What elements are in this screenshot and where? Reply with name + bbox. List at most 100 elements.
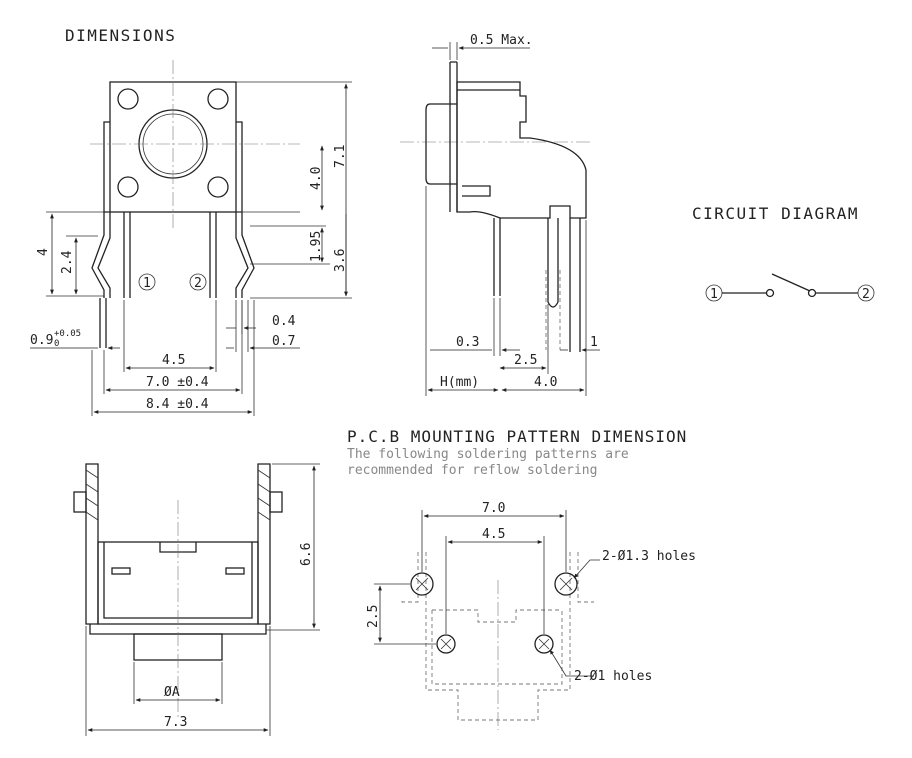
dim-pcb-4-5: 4.5 <box>482 527 505 542</box>
dim-2-4: 2.4 <box>60 250 75 274</box>
side-body-detail <box>457 89 520 197</box>
side-view: 0.5 Max. 0.3 2.5 1 H(mm) 4.0 <box>400 33 600 396</box>
label-holes-1: 2-Ø1 holes <box>574 669 652 684</box>
extension-line <box>46 211 104 297</box>
hole-1-right-icon <box>534 634 554 654</box>
dim-0-9: 0.9 <box>30 333 53 348</box>
hole-cross-icon <box>415 577 429 591</box>
left-lower-lead <box>99 298 107 348</box>
extension-line <box>123 300 217 372</box>
left-inner-lead <box>123 212 131 298</box>
corner-hole-icon <box>117 176 139 198</box>
dimensions-title: DIMENSIONS <box>65 26 176 45</box>
hole-1-left-icon <box>436 634 456 654</box>
extension-line <box>85 626 271 736</box>
leader-holes-1 <box>549 649 594 677</box>
extension-line <box>374 583 436 645</box>
hole-cross-icon <box>538 638 550 650</box>
circuit-diagram: 1 2 <box>705 273 875 302</box>
side-lead-c <box>569 218 581 352</box>
pcb-pattern: 7.0 4.5 2.5 2-Ø1.3 holes 2-Ø1 holes <box>366 501 696 730</box>
dim-2-5: 2.5 <box>514 353 537 368</box>
extension-line <box>103 300 243 394</box>
front-view: 1 2 7.1 4.0 1.95 3.6 4 2.4 0.4 0.7 0.9 <box>30 60 352 416</box>
corner-hole-icon <box>207 176 229 198</box>
terminal-2-circle <box>857 284 875 302</box>
dim-8-4: 8.4 ±0.4 <box>146 397 209 412</box>
dim-h-mm: H(mm) <box>440 375 479 390</box>
hole-1-3-right-icon <box>554 572 578 596</box>
slot-left-icon <box>111 567 131 575</box>
dim-7-0: 7.0 ±0.4 <box>146 375 209 390</box>
slot-right-icon <box>225 567 245 575</box>
label-holes-1-3: 2-Ø1.3 holes <box>602 549 696 564</box>
frame-hatching <box>85 469 271 521</box>
extension-line <box>425 186 587 396</box>
dim-4: 4 <box>36 248 51 256</box>
dim-0-3: 0.3 <box>456 335 479 350</box>
corner-hole-icon <box>207 88 229 110</box>
side-lead-a <box>493 218 501 296</box>
pcb-pattern-title: P.C.B MOUNTING PATTERN DIMENSION <box>347 427 687 446</box>
pcb-body-dashed <box>431 609 563 685</box>
right-tab <box>269 491 283 513</box>
dim-6-6: 6.6 <box>299 543 314 566</box>
side-front-plate <box>449 61 458 212</box>
extension-line <box>421 510 567 572</box>
circuit-diagram-title: CIRCUIT DIAGRAM <box>692 204 859 223</box>
dim-7-1: 7.1 <box>333 145 348 168</box>
side-body-profile <box>456 81 587 219</box>
extension-line <box>445 536 545 634</box>
hole-1-3-left-icon <box>410 572 434 596</box>
pin-2-label: 2 <box>194 276 202 291</box>
front-centerline <box>90 60 300 230</box>
switch-contact-right <box>807 288 817 298</box>
dim-0-5-max: 0.5 Max. <box>470 33 533 48</box>
terminal-2-label: 2 <box>862 287 870 302</box>
side-lead-b <box>547 218 559 308</box>
dim-4-0: 4.0 <box>309 167 324 190</box>
extension-line <box>250 225 352 299</box>
dim-side-4-0: 4.0 <box>534 375 557 390</box>
side-actuator <box>425 103 457 185</box>
leader-holes-1-3 <box>573 559 600 579</box>
hole-cross-icon <box>440 638 452 650</box>
dim-0-4: 0.4 <box>272 314 296 329</box>
dim-1: 1 <box>590 335 598 350</box>
left-terminal <box>91 212 111 298</box>
reflow-note-line1: The following soldering patterns are <box>347 447 629 462</box>
dim-phi-a: ØA <box>164 685 180 700</box>
corner-hole-icon <box>117 88 139 110</box>
left-bracket <box>103 121 110 213</box>
left-tab <box>73 491 87 513</box>
pin-1-label: 1 <box>143 276 151 291</box>
dim-3-6: 3.6 <box>333 249 348 272</box>
switch-lever <box>771 273 811 292</box>
extension-line <box>493 298 501 356</box>
bottom-view: 6.6 ØA 7.3 <box>73 463 320 736</box>
pin-2-marker <box>189 273 207 291</box>
extension-line <box>133 662 223 704</box>
right-terminal <box>235 212 255 298</box>
terminal-1-label: 1 <box>710 287 718 302</box>
right-bracket <box>236 121 243 213</box>
extension-line <box>266 463 320 631</box>
extension-line <box>91 300 255 416</box>
extension-line <box>449 42 458 60</box>
dim-0-7: 0.7 <box>272 334 295 349</box>
dim-0-9-tol-plus: +0.05 <box>54 329 81 339</box>
extension-line <box>236 81 352 213</box>
switch-contact-left <box>765 288 775 298</box>
dim-pcb-7-0: 7.0 <box>482 501 505 516</box>
dim-7-3: 7.3 <box>164 715 187 730</box>
dim-4-5: 4.5 <box>162 353 185 368</box>
dim-pcb-2-5: 2.5 <box>366 605 381 628</box>
side-hidden-lines <box>545 270 561 350</box>
reflow-note-line2: recommended for reflow soldering <box>347 463 597 478</box>
dim-0-9-tol-zero: 0 <box>54 339 59 349</box>
pin-1-marker <box>138 273 156 291</box>
right-inner-lead <box>209 212 217 298</box>
hole-cross-icon <box>559 577 573 591</box>
dim-1-95: 1.95 <box>309 231 324 262</box>
